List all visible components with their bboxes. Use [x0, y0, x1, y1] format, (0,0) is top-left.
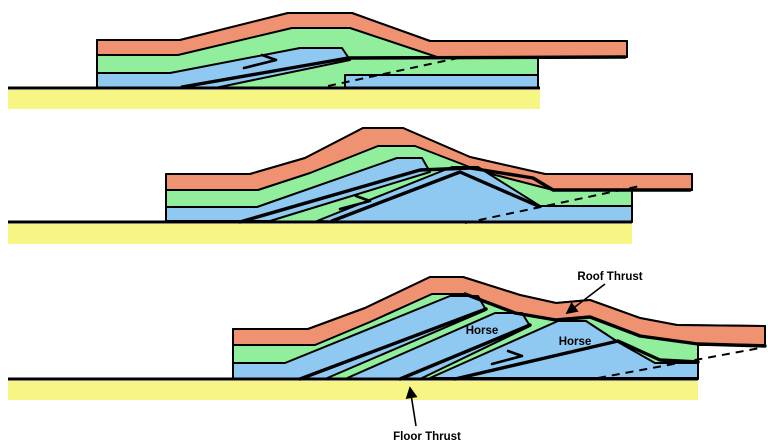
roof-thrust-fault: [463, 292, 767, 348]
basement-layer: [8, 224, 632, 244]
shear-arrow: [242, 53, 278, 70]
thrust-fault: [180, 55, 627, 89]
roof-thrust-arrow: [565, 283, 606, 315]
horse-label-lower: Horse: [559, 336, 592, 348]
horse-fault-1: [298, 307, 488, 381]
shear-arrow: [490, 349, 524, 366]
roof-thrust-label: Roof Thrust: [577, 271, 642, 283]
horse-bounding-fault: [330, 170, 540, 223]
panel-stage-3: Roof Thrust Horse Horse Floor Thrust: [8, 271, 767, 443]
incipient-thrust-dashed: [464, 185, 641, 224]
top-layer-salmon: [96, 12, 628, 58]
basement-layer: [8, 381, 698, 400]
top-layer-salmon: [165, 127, 693, 191]
roof-thrust-fault: [238, 166, 692, 224]
shear-arrow: [338, 194, 372, 211]
panel-stage-1: [8, 12, 628, 109]
floor-thrust-label: Floor Thrust: [393, 431, 461, 443]
basement-layer: [8, 90, 540, 109]
horse-fault-2: [398, 323, 532, 381]
floor-thrust-arrow: [405, 386, 418, 427]
horse-fault-3: [453, 339, 700, 381]
horse-label-upper: Horse: [466, 325, 499, 337]
panel-stage-2: [8, 127, 693, 244]
